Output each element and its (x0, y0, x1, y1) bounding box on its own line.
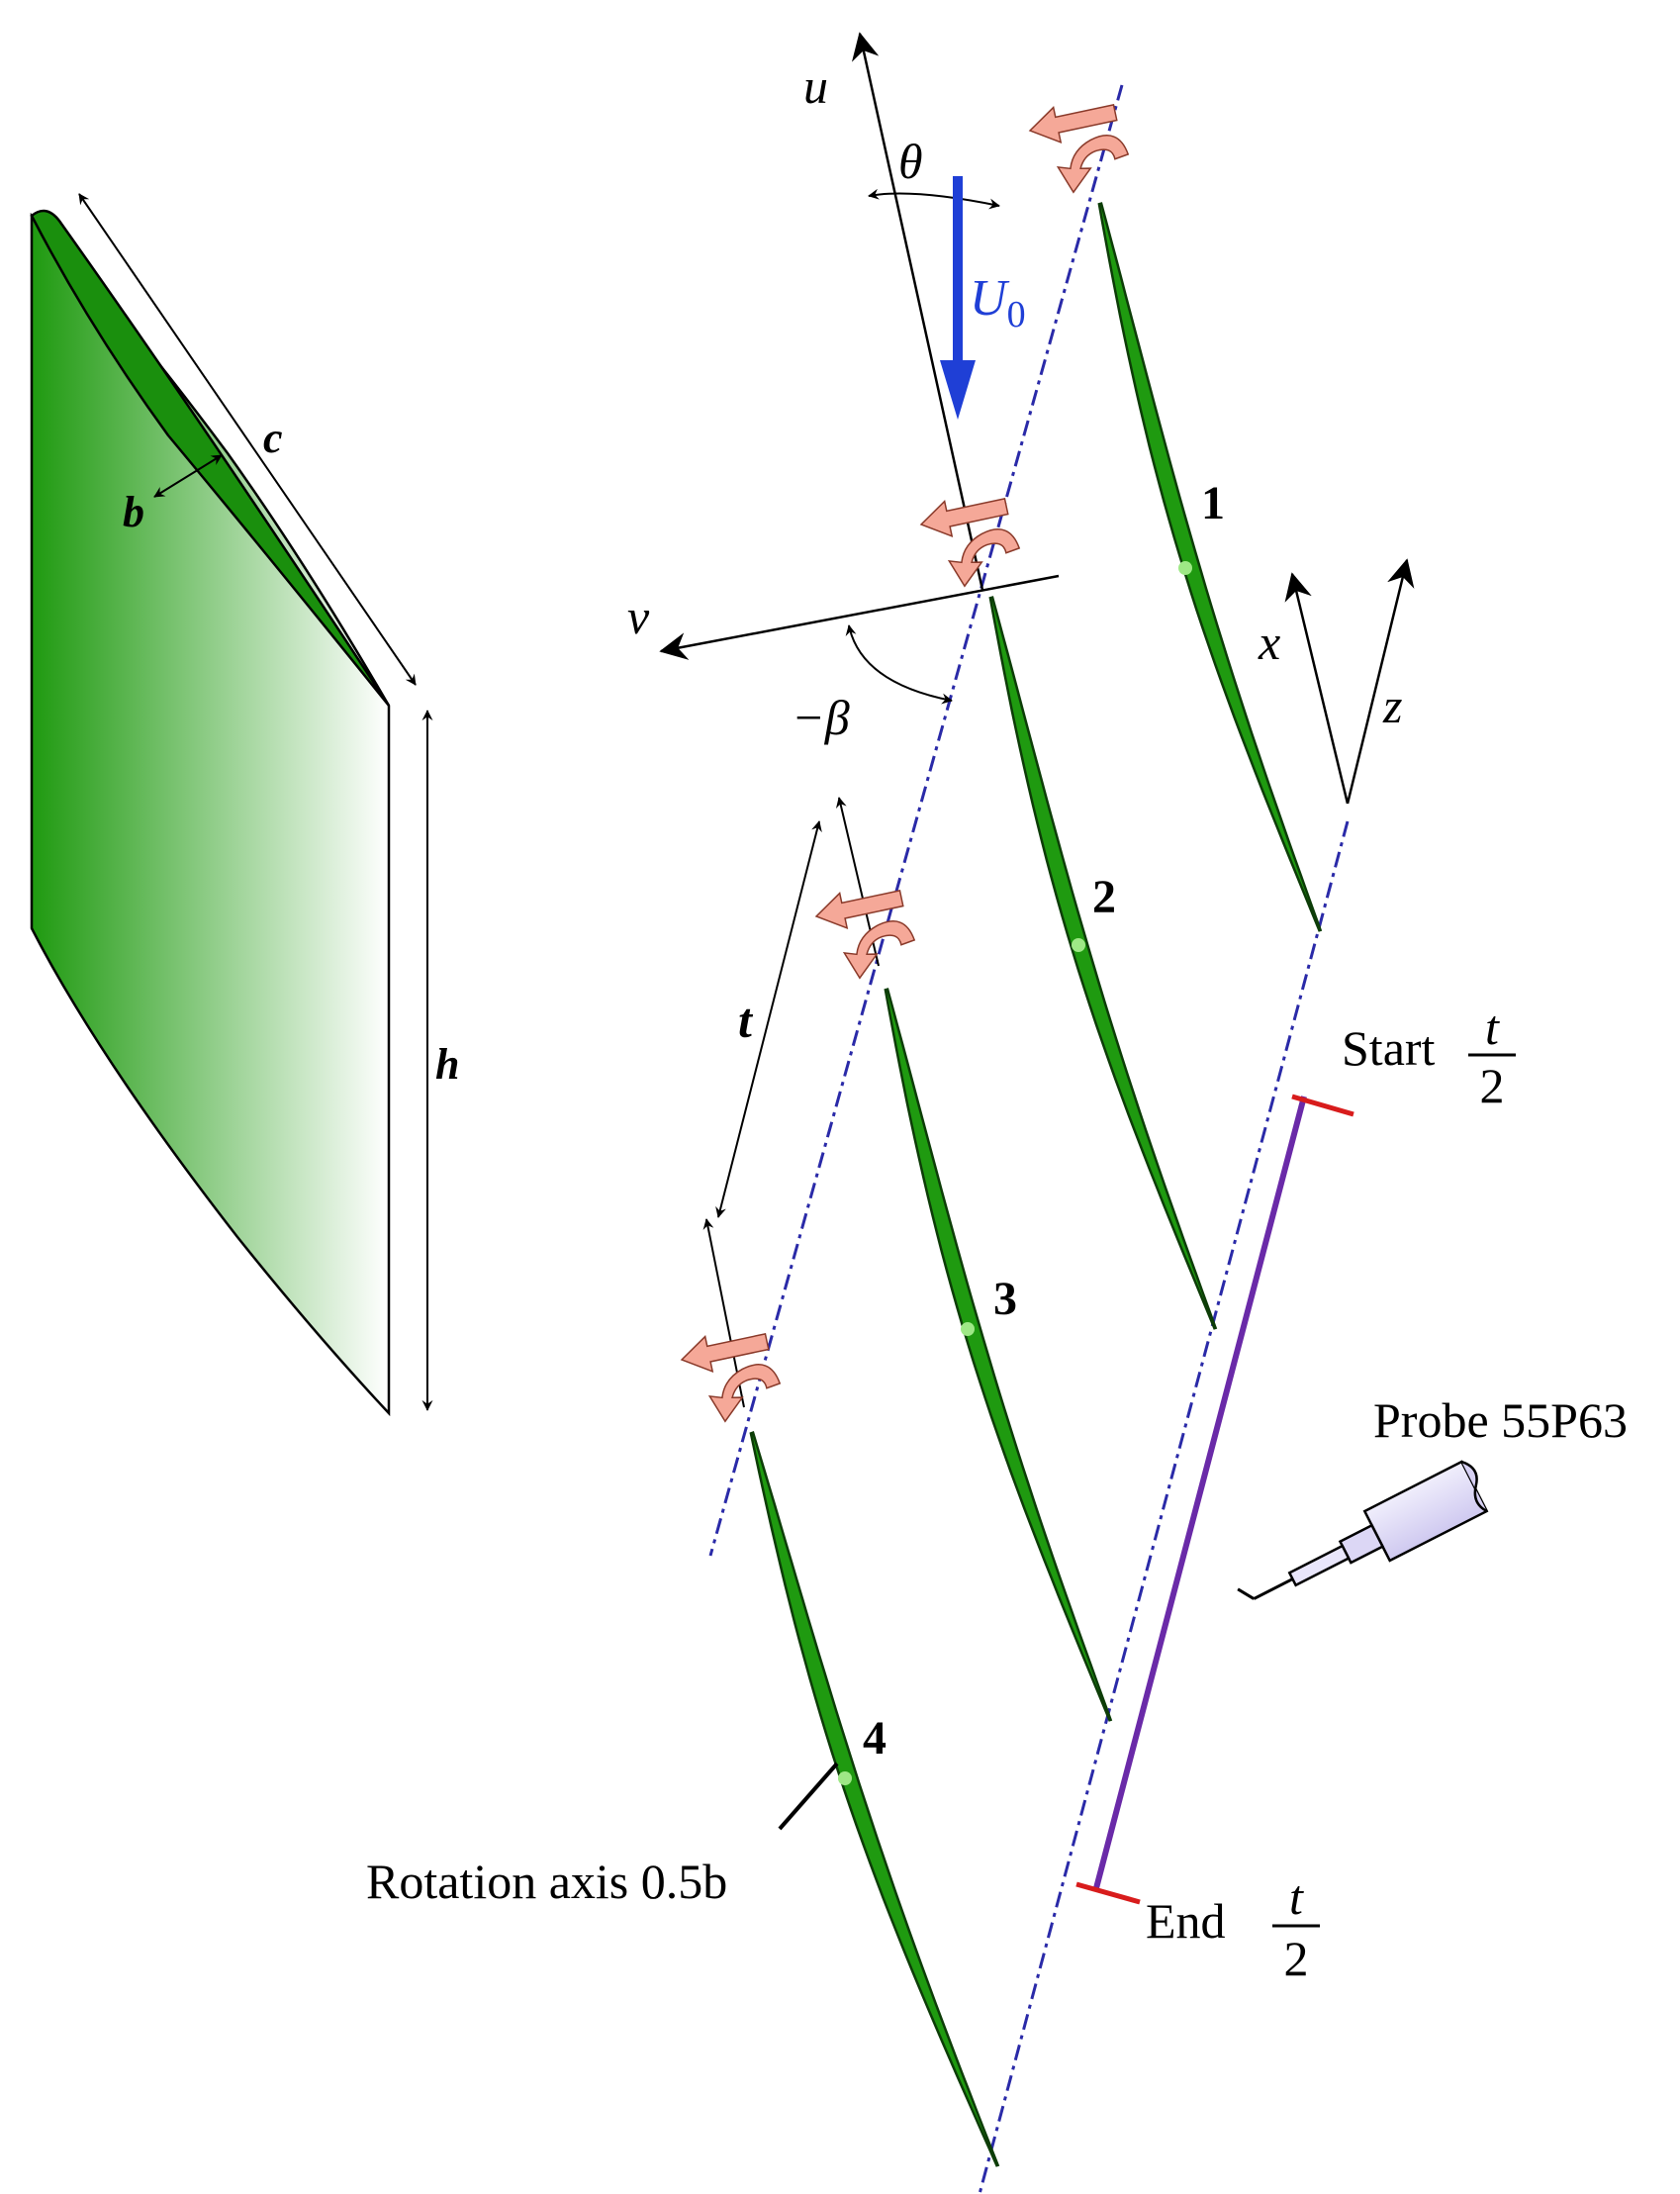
blade-pivot-dot (1178, 561, 1192, 575)
inflow-arrow-head (940, 360, 976, 420)
blade-4: 4 (680, 1332, 1000, 2167)
blade-motion-arrows (814, 889, 916, 980)
probe-tip (1237, 1587, 1256, 1600)
blade-profile (749, 1430, 1000, 2167)
blade-2: 2 (919, 497, 1218, 1330)
probe-stem (1287, 1544, 1351, 1587)
blade-profile (884, 988, 1113, 1722)
chord-dimension-arrow (78, 193, 417, 686)
end-fraction-numerator: t (1289, 1869, 1304, 1925)
thickness-label: b (123, 488, 144, 536)
translation-arrow-icon (919, 497, 1009, 537)
hot-wire-probe (1237, 1460, 1489, 1600)
blade-3: 3 (814, 889, 1113, 1722)
blade-motion-arrows (919, 497, 1021, 588)
z-axis-arrow (1346, 558, 1415, 805)
blade-pivot-dot (961, 1322, 975, 1336)
rotation-arrow-icon (1056, 135, 1130, 194)
probe-label: Probe 55P63 (1373, 1392, 1628, 1448)
translation-arrow-icon (1028, 103, 1118, 143)
blade-number-label: 1 (1201, 477, 1225, 529)
xz-axes: x z (1258, 558, 1415, 805)
translation-arrow-icon (814, 889, 904, 929)
pitch-dimension: t (702, 797, 880, 1408)
u-axis-label: u (803, 58, 828, 114)
z-axis-label: z (1382, 678, 1402, 733)
probe-cut-end (1460, 1460, 1488, 1513)
v-axis-label: v (627, 589, 650, 644)
traverse-end-label: End (1146, 1893, 1226, 1949)
probe-traverse: Start t 2 End t 2 (1075, 1000, 1516, 1986)
blade-cascade: 1 2 3 4 (680, 103, 1323, 2167)
inflow-label: U0 (970, 270, 1026, 335)
uv-axes: u v θ −β (627, 32, 1060, 745)
trailing-edge-axis (978, 820, 1350, 2194)
rotation-arrow-icon (842, 920, 916, 980)
traverse-line (1093, 1096, 1307, 1889)
blade-3d-view: c b h (30, 193, 459, 1417)
v-axis-arrow (659, 574, 1060, 660)
traverse-end-tick (1075, 1881, 1141, 1905)
pitch-label: t (738, 993, 754, 1048)
beta-label: −β (792, 690, 850, 745)
blade-motion-arrows (1028, 103, 1130, 194)
blade-number-label: 4 (863, 1712, 887, 1765)
theta-angle-arc (868, 188, 1000, 210)
end-fraction-denominator: 2 (1284, 1931, 1309, 1986)
blade-profile (1097, 202, 1323, 932)
blade-number-label: 2 (1092, 871, 1116, 923)
blade-1: 1 (1028, 103, 1323, 932)
blade-motion-arrows (680, 1332, 782, 1423)
probe-wire (1253, 1577, 1294, 1600)
blade-pivot-dot (1072, 938, 1085, 952)
theta-label: θ (898, 134, 923, 189)
pitch-arrow (715, 820, 822, 1218)
rotation-axis-label: Rotation axis 0.5b (366, 1854, 727, 1909)
inflow-velocity: U0 (940, 176, 1026, 420)
thickness-dimension-arrow (153, 454, 223, 498)
beta-angle-arc (845, 624, 953, 705)
translation-arrow-icon (680, 1332, 770, 1373)
start-fraction-numerator: t (1485, 1000, 1500, 1055)
x-axis-arrow (1284, 572, 1350, 805)
start-fraction-denominator: 2 (1480, 1058, 1505, 1113)
chord-label: c (263, 414, 283, 462)
height-label: h (435, 1040, 459, 1089)
blade-profile (988, 596, 1218, 1330)
traverse-start-label: Start (1342, 1020, 1436, 1076)
x-axis-label: x (1258, 615, 1280, 670)
rotation-axis-leader (778, 1762, 839, 1831)
blade-number-label: 3 (993, 1273, 1017, 1325)
traverse-start-tick (1291, 1094, 1354, 1117)
blade-3d-face (30, 212, 391, 1417)
rotation-arrow-icon (707, 1364, 782, 1423)
stagger-axes (708, 84, 1350, 2194)
rotation-arrow-icon (947, 528, 1021, 588)
leading-edge-axis (708, 84, 1124, 1557)
u-axis-arrow (851, 32, 984, 591)
blade-pivot-dot (838, 1771, 852, 1785)
